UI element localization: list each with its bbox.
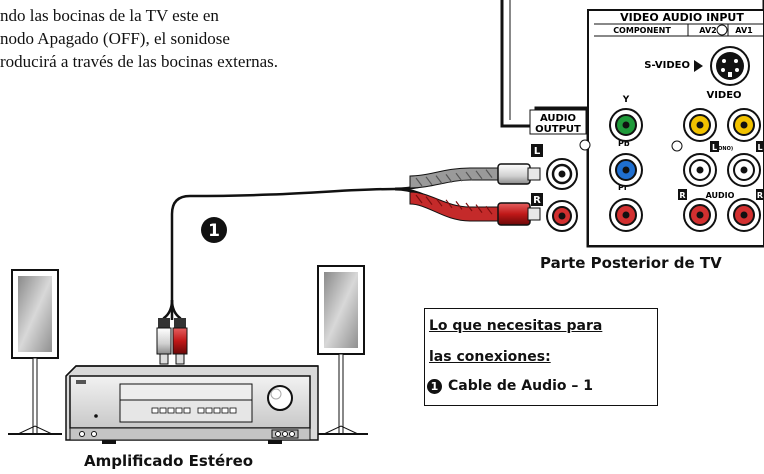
requirement-item: 1 Cable de Audio – 1 xyxy=(427,378,593,394)
audio-output-label-1: AUDIO xyxy=(540,113,576,124)
amp-rca-plugs xyxy=(156,299,188,365)
y-label: Y xyxy=(622,95,630,105)
video-audio-input-label: VIDEO AUDIO INPUT xyxy=(620,11,744,24)
svideo-jack[interactable] xyxy=(710,46,750,86)
left-speaker xyxy=(8,269,62,435)
stereo-amplifier xyxy=(65,365,319,444)
item-number-marker: 1 xyxy=(427,378,442,394)
requirements-heading-2: las conexiones: xyxy=(429,349,551,365)
av1-r-badge: R xyxy=(757,191,763,200)
pr-label: Pr xyxy=(618,183,628,192)
av2-video-jack[interactable] xyxy=(683,108,717,142)
av2-audio-r-jack[interactable] xyxy=(683,198,717,232)
audio-output-r-badge: R xyxy=(533,195,541,206)
audio-output-l-jack[interactable] xyxy=(546,158,578,190)
av2-label: AV2 xyxy=(699,26,716,35)
tv-back-caption: Parte Posterior de TV xyxy=(540,254,722,272)
audio-output-label-2: OUTPUT xyxy=(535,124,581,135)
pb-jack[interactable] xyxy=(609,153,643,187)
video-label: VIDEO xyxy=(706,90,741,101)
instruction-text: ndo las bocinas de la TV este en nodo Ap… xyxy=(0,6,279,71)
av2-r-badge: R xyxy=(679,191,685,200)
rca-plug-white xyxy=(497,163,541,185)
mono-label: (MONO) xyxy=(711,146,733,152)
amp-buttons xyxy=(151,407,237,414)
svg-text:1: 1 xyxy=(208,221,220,241)
av2-l-badge: L xyxy=(712,143,717,152)
pr-jack[interactable] xyxy=(609,198,643,232)
av2-audio-l-jack[interactable] xyxy=(683,153,717,187)
amplifier-caption: Amplificado Estéreo xyxy=(84,452,254,470)
y-jack[interactable] xyxy=(609,108,643,142)
av1-video-jack[interactable] xyxy=(727,108,761,142)
audio-cable xyxy=(170,167,502,320)
av1-l-badge: L xyxy=(757,143,762,152)
av1-audio-r-jack[interactable] xyxy=(727,198,761,232)
svideo-label: S-VIDEO xyxy=(644,60,690,71)
cable-number-marker: 1 xyxy=(201,217,227,243)
audio-output-r-jack[interactable] xyxy=(546,200,578,232)
cable-braid xyxy=(415,169,493,215)
requirement-item-text: Cable de Audio – 1 xyxy=(448,378,594,394)
right-speaker xyxy=(314,265,368,435)
av1-label: AV1 xyxy=(735,26,753,35)
audio-input-label: AUDIO xyxy=(706,191,735,200)
requirements-box: Lo que necesitas para las conexiones: 1 … xyxy=(424,308,658,406)
panel-jacks xyxy=(609,108,761,232)
pb-label: Pb xyxy=(618,139,630,148)
audio-output-l-badge: L xyxy=(534,146,541,157)
rca-plug-red xyxy=(497,202,541,226)
tv-back-panel: VIDEO AUDIO INPUT COMPONENT AV2 AV1 S-VI… xyxy=(500,0,764,248)
audio-output-block: AUDIO OUTPUT L R xyxy=(529,109,591,206)
component-label: COMPONENT xyxy=(613,26,671,35)
av1-audio-l-jack[interactable] xyxy=(727,153,761,187)
requirements-heading-1: Lo que necesitas para xyxy=(429,318,603,334)
